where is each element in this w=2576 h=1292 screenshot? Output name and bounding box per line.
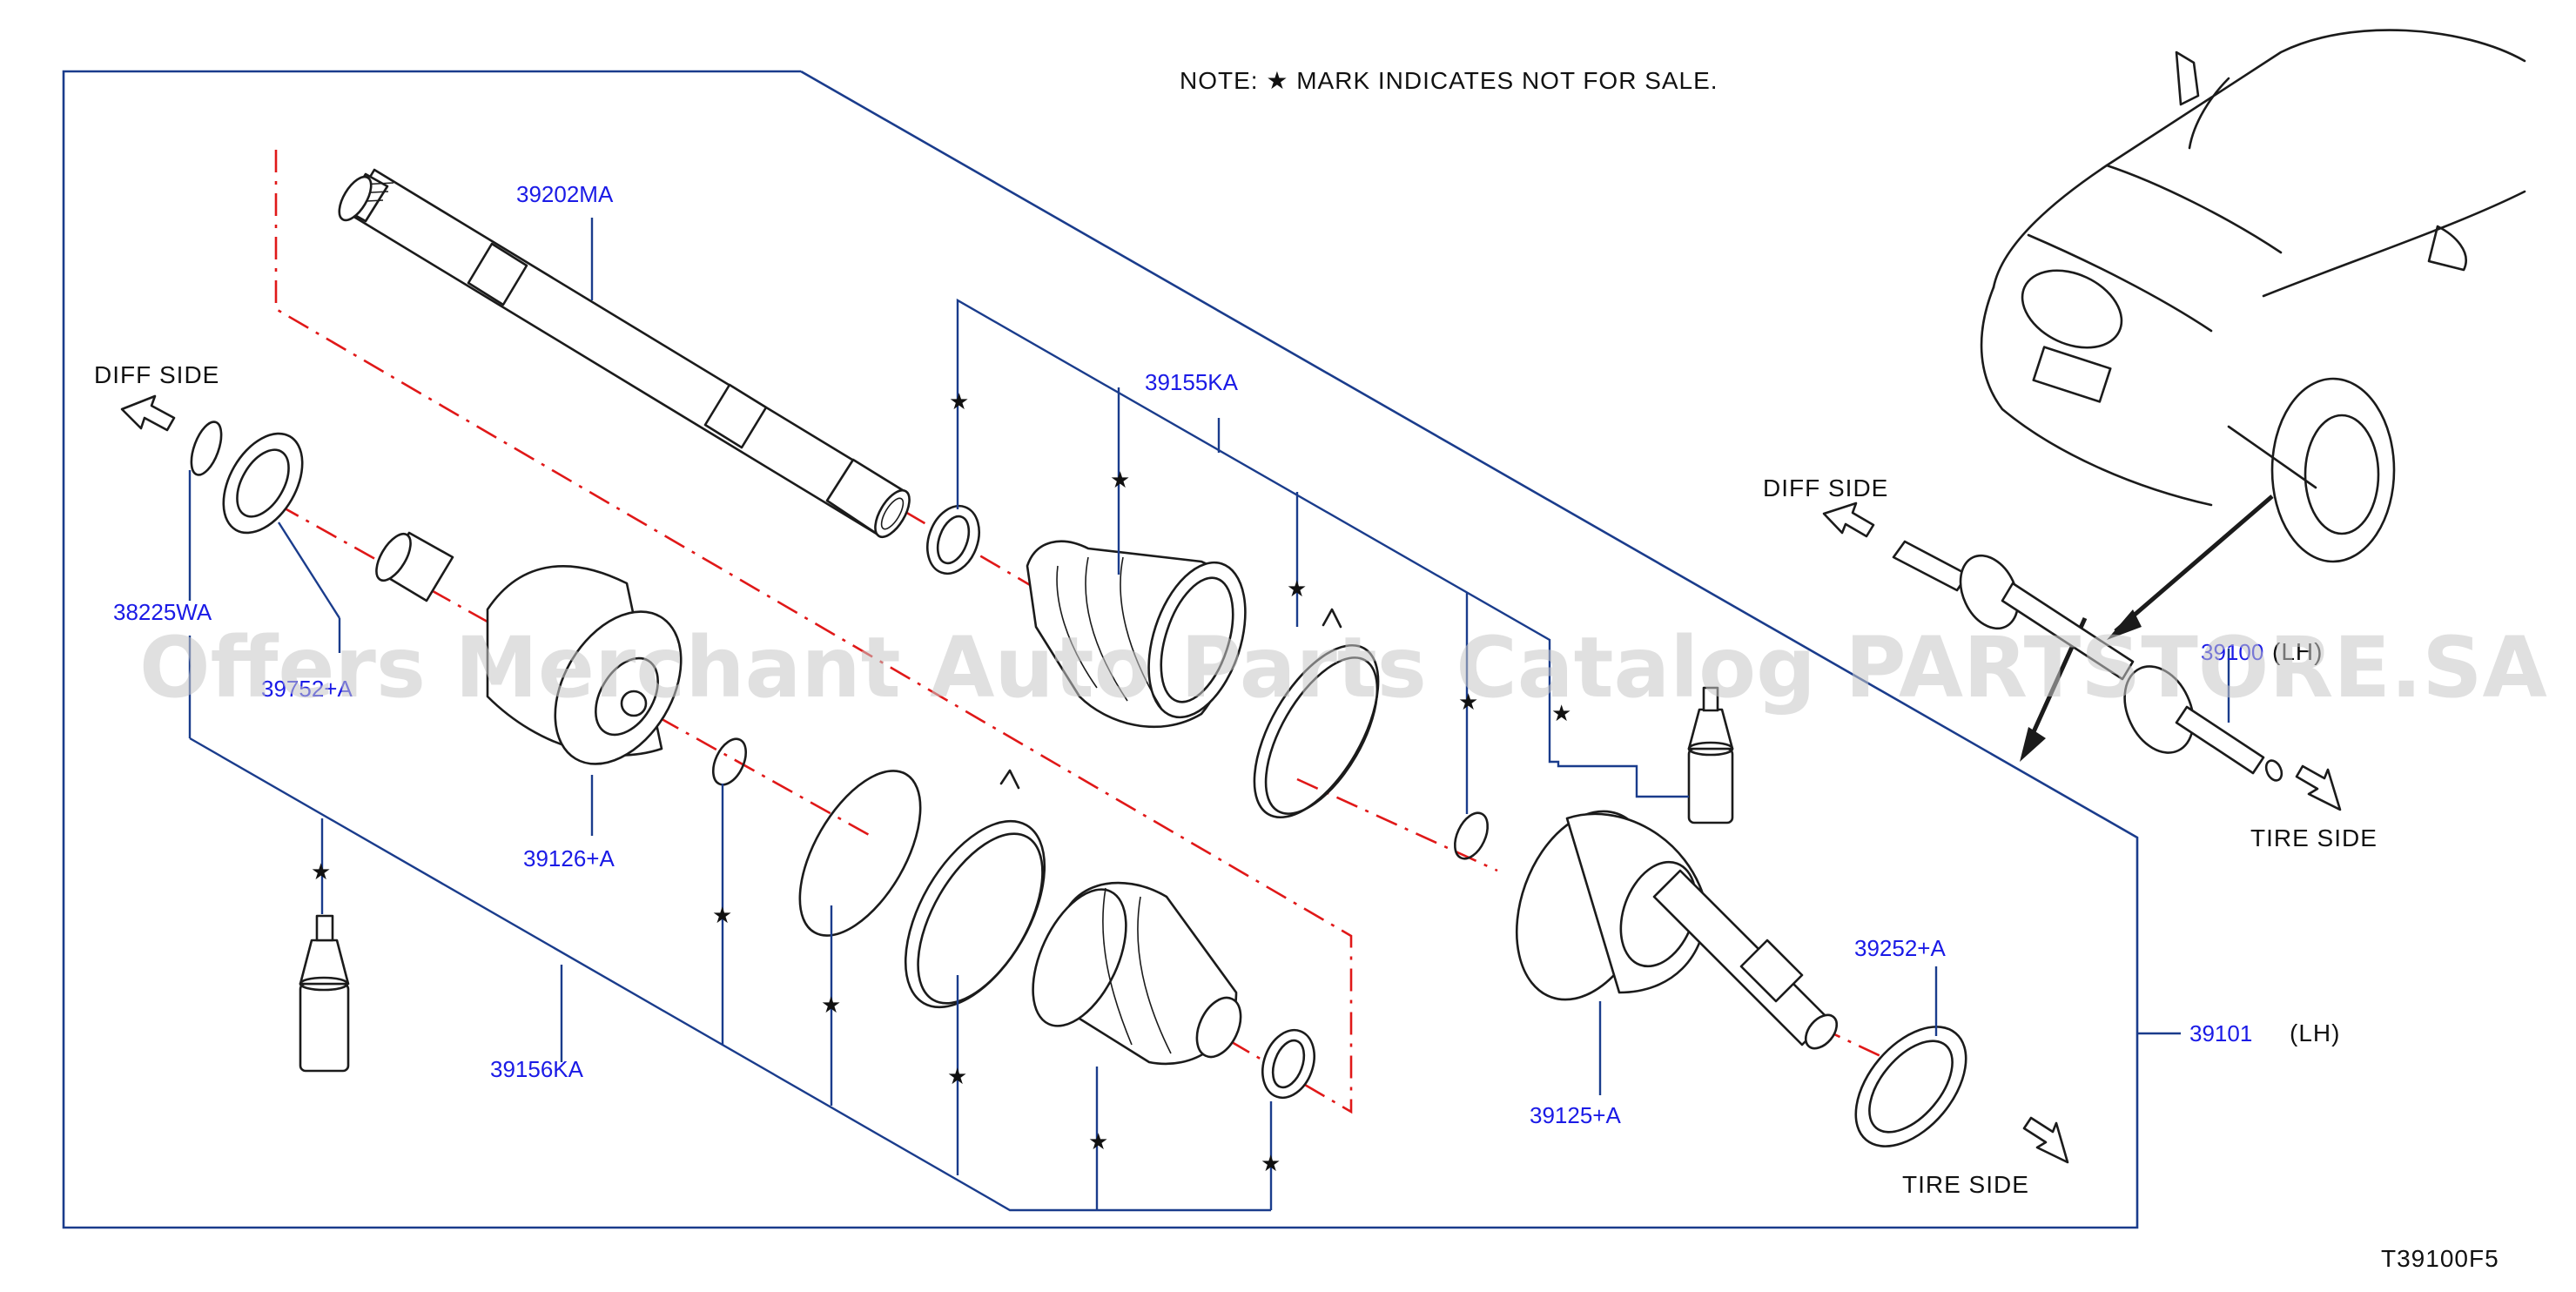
star-marker: ★ <box>1458 689 1478 715</box>
outer-joint-assembly <box>1515 810 1839 1050</box>
star-marker: ★ <box>1088 1128 1108 1154</box>
leader-lines <box>188 218 1938 1212</box>
part-label-39126A: 39126+A <box>523 845 615 871</box>
small-boot-clamp-lower <box>1261 1028 1315 1100</box>
center-axis-upper <box>274 150 1353 1114</box>
direction-tire-side-right: TIRE SIDE <box>2250 824 2378 851</box>
assembly-frame <box>62 70 2139 1229</box>
direction-diff-side-right: DIFF SIDE <box>1763 474 1888 501</box>
arrow-tire-side-bottom <box>2022 1116 2069 1164</box>
vehicle-inset <box>1892 29 2526 782</box>
star-marker: ★ <box>947 1063 967 1089</box>
large-boot-band-upper <box>1253 608 1380 819</box>
part-label-39155KA: 39155KA <box>1145 369 1239 395</box>
star-marker: ★ <box>712 902 732 928</box>
part-label-39101-side: (LH) <box>2290 1019 2340 1046</box>
circlip-inner <box>190 421 223 476</box>
snap-ring-outer <box>1453 811 1490 860</box>
inner-joint-housing <box>375 531 683 765</box>
star-marker: ★ <box>1287 575 1307 602</box>
part-label-38225WA: 38225WA <box>113 599 212 625</box>
center-axis-outer <box>1296 777 1498 872</box>
dust-seal-outer <box>1854 1026 1967 1147</box>
direction-diff-side-left: DIFF SIDE <box>94 361 219 388</box>
snap-ring-middle <box>711 737 748 786</box>
part-label-inset-39100: 39100 <box>2201 639 2263 665</box>
part-label-39252A: 39252+A <box>1854 935 1946 961</box>
arrow-diff-side-left <box>120 394 176 432</box>
seal-ring-left <box>222 432 304 535</box>
direction-tire-side-bottom: TIRE SIDE <box>1902 1171 2029 1198</box>
arrow-diff-side-right <box>1822 501 1875 538</box>
star-marker: ★ <box>311 858 331 885</box>
grease-tube-lower <box>299 914 350 1073</box>
star-marker: ★ <box>949 388 969 414</box>
diagram-code: T39100F5 <box>2381 1245 2499 1272</box>
part-label-39101: 39101 <box>2189 1020 2252 1046</box>
star-marker: ★ <box>821 992 841 1018</box>
not-for-sale-markers: ★ ★ ★ ★ ★ ★ ★ ★ ★ ★ ★ <box>311 388 1571 1176</box>
part-label-inset-side: (LH) <box>2272 638 2323 665</box>
star-marker: ★ <box>1551 700 1571 726</box>
star-marker: ★ <box>1110 467 1130 493</box>
watermark: Offers Merchant Auto Parts Catalog PARTS… <box>139 619 2547 717</box>
part-label-39156KA: 39156KA <box>490 1056 584 1082</box>
large-band-lower-2 <box>904 769 1046 1009</box>
part-label-39202MA: 39202MA <box>516 181 614 207</box>
part-label-39752A: 39752+A <box>261 676 353 702</box>
star-marker: ★ <box>1261 1150 1281 1176</box>
boot-inner-lower <box>1032 881 1242 1066</box>
note-text: NOTE: ★ MARK INDICATES NOT FOR SALE. <box>1180 67 1718 94</box>
small-boot-clamp-upper <box>926 504 980 575</box>
large-band-lower-1 <box>798 770 922 937</box>
grease-tube-upper <box>1687 686 1734 824</box>
intermediate-shaft <box>338 168 911 539</box>
boot-outer-upper <box>1026 540 1247 729</box>
part-label-39125A: 39125+A <box>1530 1102 1621 1128</box>
arrow-tire-side-right <box>2295 764 2342 811</box>
